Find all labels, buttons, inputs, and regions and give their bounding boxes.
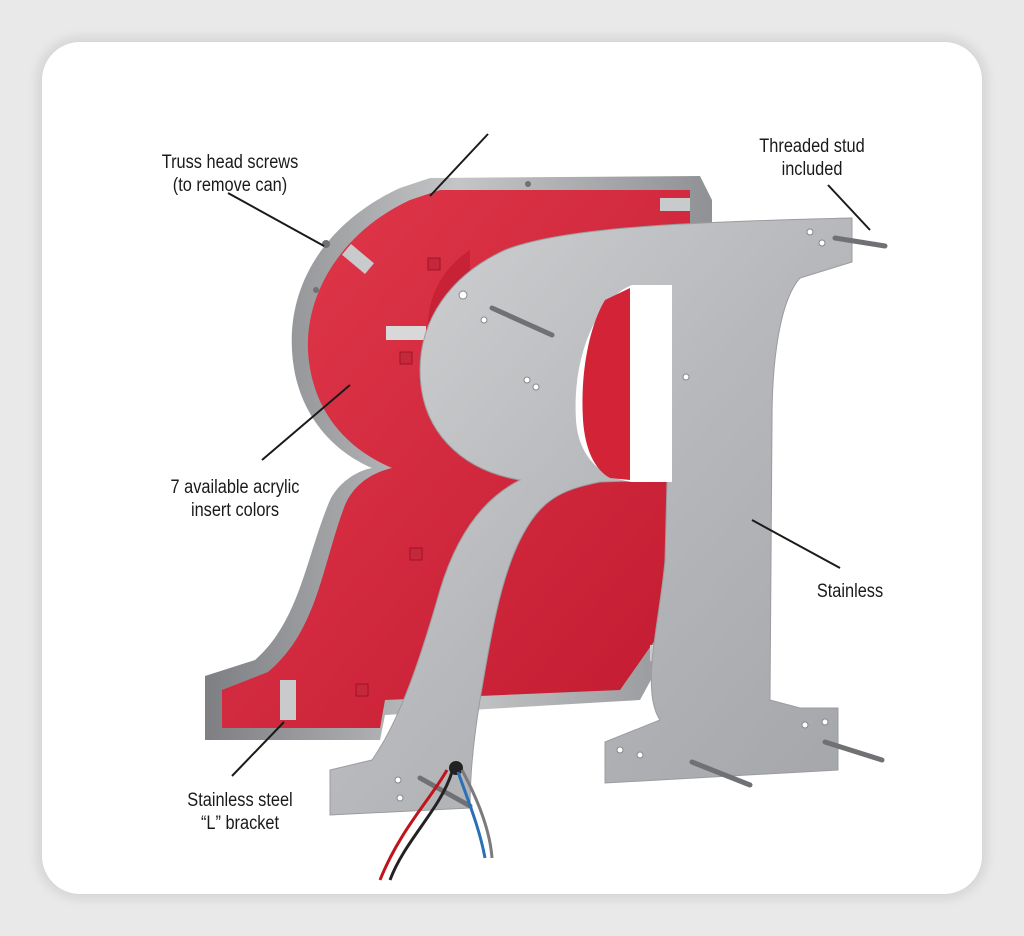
callout-text: 7 available acrylic <box>170 477 300 498</box>
mount-hole <box>801 721 809 729</box>
mount-hole <box>523 376 531 384</box>
callout-threaded-stud: Threaded stud included <box>726 135 898 181</box>
mount-hole <box>532 383 540 391</box>
mount-hole <box>636 751 644 759</box>
leader-threaded-stud <box>827 184 871 231</box>
leader-acrylic <box>261 384 351 461</box>
mount-hole <box>818 239 826 247</box>
callout-text: included <box>781 159 843 180</box>
led-module <box>427 257 441 271</box>
callout-text: Stainless <box>816 581 884 602</box>
truss-screw <box>525 181 531 187</box>
threaded-stud <box>689 759 753 788</box>
wire-black <box>388 771 454 881</box>
callout-stainless: Stainless <box>798 580 901 603</box>
mount-hole <box>821 718 829 726</box>
led-module <box>399 351 413 365</box>
mount-hole <box>396 794 404 802</box>
callout-leaders <box>227 133 871 777</box>
wire-grey <box>460 769 494 859</box>
callout-text: (to remove can) <box>172 175 288 196</box>
callout-text: insert colors <box>190 500 280 521</box>
callout-text: Threaded stud <box>759 136 865 157</box>
mount-hole <box>616 746 624 754</box>
mount-hole <box>806 228 814 236</box>
threaded-stud <box>489 305 555 338</box>
truss-screw <box>322 240 330 248</box>
leader-stainless <box>751 519 841 569</box>
led-module <box>409 547 423 561</box>
mount-hole <box>394 776 402 784</box>
threaded-studs <box>417 235 888 809</box>
l-bracket <box>280 680 296 720</box>
leader-truss-screws <box>227 192 325 247</box>
callout-truss-screws: Truss head screws (to remove can) <box>144 151 316 197</box>
led-module <box>355 683 369 697</box>
threaded-stud <box>822 739 885 763</box>
wire-grommet <box>449 761 463 775</box>
clip-bracket <box>386 326 426 340</box>
wire-red <box>378 769 449 881</box>
threaded-stud <box>832 235 888 249</box>
clip-bracket <box>660 198 690 211</box>
truss-screw <box>313 287 319 293</box>
mount-hole <box>458 290 468 300</box>
callout-text: Stainless steel <box>187 790 293 811</box>
leader-top-rim <box>429 133 489 197</box>
callout-acrylic-colors: 7 available acrylic insert colors <box>145 476 326 522</box>
plate-shape <box>329 217 853 816</box>
mount-hole <box>480 316 488 324</box>
power-wires <box>378 769 494 881</box>
callout-text: “L” bracket <box>200 813 280 834</box>
callout-text: Truss head screws <box>161 152 299 173</box>
clip-bracket <box>342 243 374 275</box>
callout-l-bracket: Stainless steel “L” bracket <box>154 789 326 835</box>
leader-l-bracket <box>231 721 285 777</box>
stainless-back-plate <box>329 217 853 816</box>
mount-hole <box>682 373 690 381</box>
wire-blue <box>456 771 487 859</box>
acrylic-through-counter <box>582 288 630 480</box>
